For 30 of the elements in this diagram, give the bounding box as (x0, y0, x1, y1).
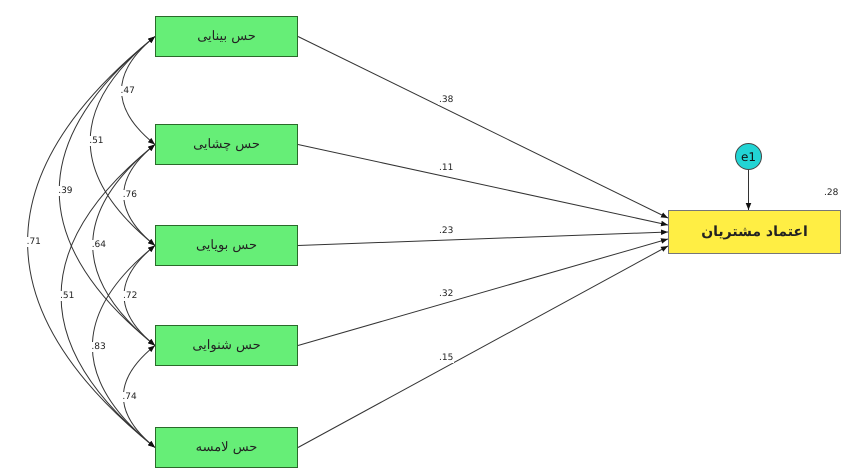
dependent-variable-box: اعتماد مشتریان (668, 210, 841, 254)
coefficient-label: .74 (121, 392, 138, 402)
coefficient-label: .83 (90, 342, 107, 352)
coefficient-label: .76 (122, 190, 138, 200)
variable-box: حس چشایی (155, 124, 298, 165)
path-arrow (298, 144, 668, 226)
coefficient-label: .72 (122, 290, 138, 300)
coefficient-label: .11 (438, 162, 454, 173)
coefficient-label: .71 (26, 237, 42, 247)
path-arrow (298, 238, 668, 346)
coefficient-label: .15 (438, 352, 454, 363)
coefficient-label: .64 (90, 240, 108, 250)
r-squared-label: .28 (823, 188, 840, 198)
coefficient-label: .51 (88, 136, 105, 146)
correlation-arrow (122, 345, 156, 448)
coefficient-label: .47 (120, 86, 136, 96)
variable-box: حس بینایی (155, 16, 298, 57)
path-arrow (298, 36, 668, 218)
coefficient-label: .51 (59, 291, 76, 301)
coefficient-label: .39 (57, 186, 74, 196)
coefficient-label: .23 (438, 226, 454, 236)
variable-box: حس لامسه (155, 427, 298, 468)
path-arrow (298, 246, 668, 448)
coefficient-label: .38 (438, 95, 454, 106)
variable-box: حس بویایی (155, 225, 298, 266)
variable-box: حس شنوایی (155, 325, 298, 366)
error-term-circle: e1 (735, 143, 762, 170)
coefficient-label: .32 (438, 288, 454, 299)
path-arrow (746, 170, 752, 210)
path-arrow (298, 229, 668, 246)
